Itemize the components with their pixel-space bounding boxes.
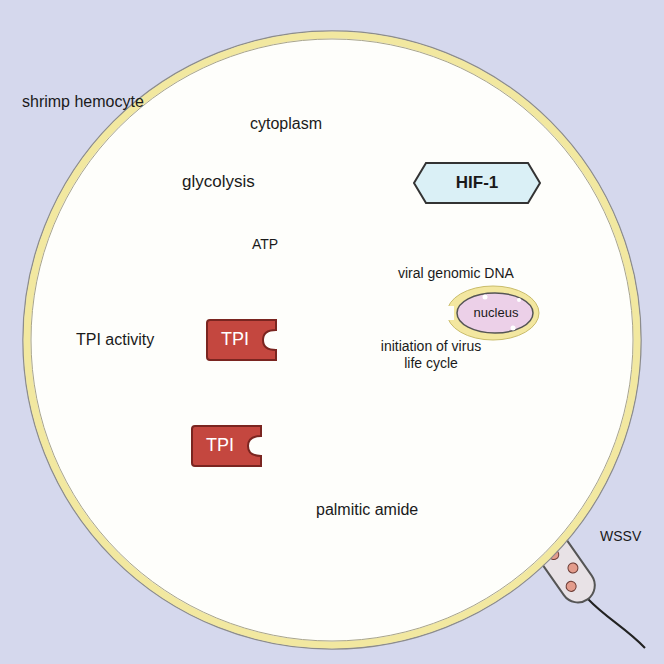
process-label: TPI activity [76, 330, 154, 349]
node-label: TPI [206, 435, 234, 457]
node-label: nucleus [474, 305, 519, 321]
note-label: initiation of virus life cycle [372, 338, 490, 372]
enzyme-box: TPI [190, 424, 264, 468]
node-label: TPI [221, 329, 249, 351]
nucleus-ellipse: nucleus [445, 284, 541, 342]
molecule-label: viral genomic DNA [398, 265, 514, 282]
region-label: cytoplasm [250, 114, 322, 133]
virus-label: WSSV [600, 528, 641, 545]
molecule-label: ATP [252, 236, 278, 253]
enzyme-box: TPI [205, 318, 279, 362]
node-label: HIF-1 [456, 173, 499, 193]
molecule-label: palmitic amide [316, 500, 418, 519]
region-label: shrimp hemocyte [22, 92, 144, 111]
process-label: glycolysis [182, 172, 255, 192]
hexagon-node: HIF-1 [412, 161, 542, 205]
